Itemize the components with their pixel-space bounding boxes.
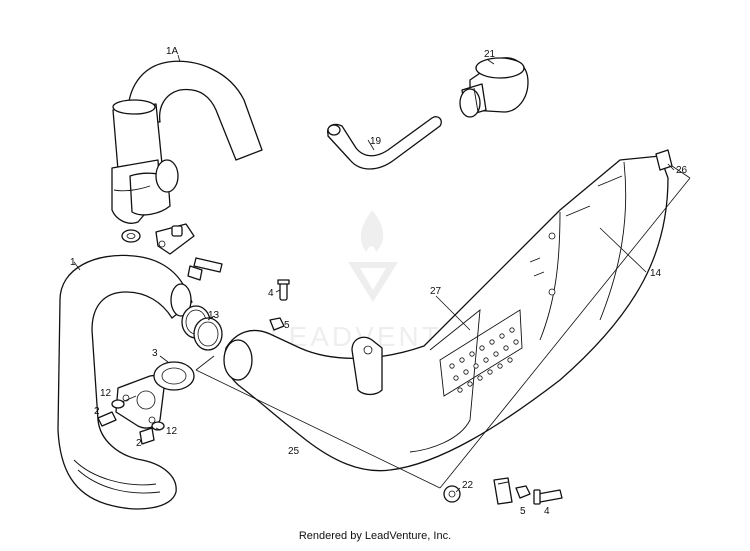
callout-4-bottom: 4 xyxy=(544,506,550,517)
leader-lines xyxy=(73,54,675,493)
bolt-2-lower[interactable] xyxy=(139,427,155,445)
tube-19[interactable] xyxy=(327,116,442,170)
nut-5-top[interactable] xyxy=(269,317,285,331)
callout-25: 25 xyxy=(288,446,300,457)
callout-22: 22 xyxy=(462,480,474,491)
mount-bracket[interactable] xyxy=(155,223,195,255)
callout-1: 1 xyxy=(70,257,76,268)
callout-5-top: 5 xyxy=(284,320,290,331)
watermark-flame-icon xyxy=(360,210,384,252)
callout-26: 26 xyxy=(676,165,688,176)
callout-labels: 1A 21 19 26 14 1 4 5 13 27 3 12 2 2 12 2… xyxy=(70,46,688,517)
callout-12-lower: 12 xyxy=(166,426,178,437)
callout-13: 13 xyxy=(208,310,220,321)
mount-bolt[interactable] xyxy=(187,257,223,281)
nut-5-bottom[interactable] xyxy=(515,485,531,499)
watermark-v-icon xyxy=(348,262,398,302)
callout-12-upper: 12 xyxy=(100,388,112,399)
small-gasket[interactable] xyxy=(121,229,141,243)
callout-1a: 1A xyxy=(166,46,179,57)
washer-12-lower[interactable] xyxy=(151,421,165,431)
callout-14: 14 xyxy=(650,268,662,279)
gasket-3[interactable] xyxy=(153,361,195,391)
callout-19: 19 xyxy=(370,136,382,147)
callout-2-lower: 2 xyxy=(136,438,142,449)
silencer-body-25[interactable] xyxy=(223,155,669,472)
callout-27: 27 xyxy=(430,286,442,297)
callout-5-bottom: 5 xyxy=(520,506,526,517)
clip-bracket[interactable] xyxy=(493,477,513,505)
flange-12[interactable] xyxy=(115,374,166,429)
bolt-4-bottom[interactable] xyxy=(533,489,563,505)
bolt-4-top[interactable] xyxy=(277,279,290,301)
assembly-bracket-lines xyxy=(195,165,691,489)
callout-21: 21 xyxy=(484,49,496,60)
washer-12-upper[interactable] xyxy=(111,399,125,409)
callout-3: 3 xyxy=(152,348,158,359)
callout-4-top: 4 xyxy=(268,288,274,299)
o-ring-13[interactable] xyxy=(181,305,223,351)
heat-shield-holes xyxy=(449,327,519,393)
callout-2-upper: 2 xyxy=(94,406,100,417)
render-credit-caption: Rendered by LeadVenture, Inc. xyxy=(298,530,452,542)
head-pipe-1a[interactable] xyxy=(111,60,263,224)
grommet-22[interactable] xyxy=(443,485,461,503)
silencer-cap-21[interactable] xyxy=(459,57,529,118)
bolt-2-upper[interactable] xyxy=(97,411,117,427)
expansion-chamber-1[interactable] xyxy=(57,254,193,510)
